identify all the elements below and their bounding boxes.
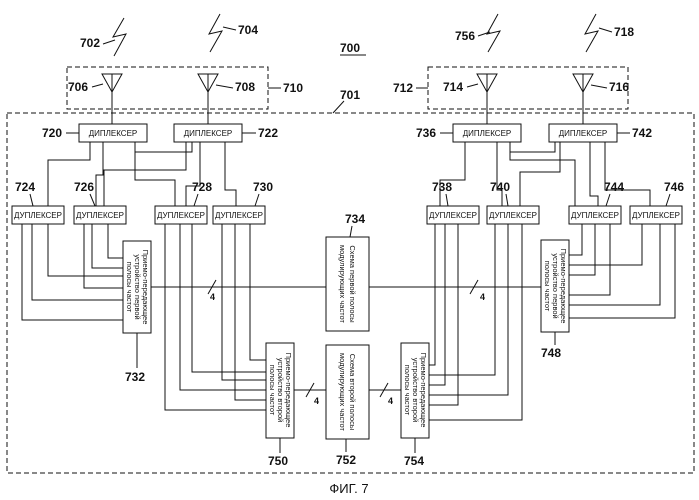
svg-text:746: 746 [664,180,684,194]
svg-text:ДУПЛЕКСЕР: ДУПЛЕКСЕР [76,211,124,220]
svg-text:модулирующих частот: модулирующих частот [338,353,347,432]
duplexer-738: ДУПЛЕКСЕР 738 [427,180,479,224]
svg-text:744: 744 [604,180,624,194]
duplexer-724: ДУПЛЕКСЕР 724 [12,180,64,224]
diplexer-720: ДИПЛЕКСЕР 720 [42,124,147,142]
svg-text:ДИПЛЕКСЕР: ДИПЛЕКСЕР [184,129,233,138]
signal-bolt-704: 704 [209,14,258,52]
svg-text:736: 736 [416,126,436,140]
svg-text:748: 748 [541,346,561,360]
baseband-block-752: Схема второй полосы модулирующих частот … [326,345,369,467]
antenna-icon-708: 708 [198,74,255,125]
svg-text:716: 716 [609,80,629,94]
svg-text:Схема второй полосы: Схема второй полосы [348,354,357,430]
svg-text:ДИПЛЕКСЕР: ДИПЛЕКСЕР [89,129,138,138]
signal-bolt-756: 756 [455,14,500,52]
diplexer-736: ДИПЛЕКСЕР 736 [416,124,521,142]
device-ref-label: 701 [340,88,360,102]
transceiver-754: Приемо-передающее устройство второй поло… [401,343,429,468]
svg-text:ДУПЛЕКСЕР: ДУПЛЕКСЕР [571,211,619,220]
svg-text:4: 4 [480,292,485,302]
svg-text:706: 706 [68,80,88,94]
duplexer-728: ДУПЛЕКСЕР 728 [155,180,212,224]
svg-text:ДИПЛЕКСЕР: ДИПЛЕКСЕР [559,129,608,138]
svg-text:740: 740 [490,180,510,194]
svg-text:726: 726 [74,180,94,194]
svg-text:750: 750 [268,454,288,468]
antenna-icon-716: 716 [573,74,629,125]
svg-text:756: 756 [455,29,475,43]
svg-text:742: 742 [632,126,652,140]
svg-text:730: 730 [253,180,273,194]
svg-text:722: 722 [258,126,278,140]
baseband-block-734: Схема первой полосы модулирующих частот … [326,212,369,331]
svg-text:ДУПЛЕКСЕР: ДУПЛЕКСЕР [14,211,62,220]
antenna-group-712-label: 712 [393,81,413,95]
signal-bolt-702: 702 [80,18,126,56]
svg-text:728: 728 [192,180,212,194]
figure-caption: ФИГ. 7 [329,481,368,496]
svg-text:4: 4 [210,292,215,302]
svg-text:754: 754 [404,454,424,468]
svg-text:708: 708 [235,80,255,94]
svg-text:модулирующих частот: модулирующих частот [338,245,347,324]
svg-text:4: 4 [388,396,393,406]
svg-text:732: 732 [125,370,145,384]
antenna-icon-706: 706 [68,74,122,125]
antenna-group-710-label: 710 [283,81,303,95]
diplexer-742: ДИПЛЕКСЕР 742 [549,124,652,142]
svg-text:734: 734 [345,212,365,226]
svg-text:ДУПЛЕКСЕР: ДУПЛЕКСЕР [215,211,263,220]
duplexer-730: ДУПЛЕКСЕР 730 [213,180,273,224]
signal-bolt-718: 718 [585,14,634,52]
duplexer-726: ДУПЛЕКСЕР 726 [74,180,126,224]
transceiver-732: Приемо-передающее устройство первой поло… [123,241,151,384]
svg-text:720: 720 [42,126,62,140]
svg-text:752: 752 [336,453,356,467]
system-ref-label: 700 [340,41,360,55]
transceiver-748: Приемо-передающее устройство первой поло… [541,240,569,360]
duplexer-740: ДУПЛЕКСЕР 740 [487,180,539,224]
svg-text:ДУПЛЕКСЕР: ДУПЛЕКСЕР [157,211,205,220]
svg-text:полосы частот: полосы частот [125,262,134,313]
svg-text:полосы частот: полосы частот [403,365,412,416]
svg-text:полосы частот: полосы частот [268,365,277,416]
duplexer-746: ДУПЛЕКСЕР 746 [630,180,684,224]
duplexer-744: ДУПЛЕКСЕР 744 [569,180,624,224]
transceiver-750: Приемо-передающее устройство второй поло… [266,343,294,468]
antenna-icon-714: 714 [443,74,497,125]
svg-text:718: 718 [614,25,634,39]
svg-text:702: 702 [80,36,100,50]
svg-text:ДУПЛЕКСЕР: ДУПЛЕКСЕР [632,211,680,220]
svg-text:ДУПЛЕКСЕР: ДУПЛЕКСЕР [429,211,477,220]
svg-text:4: 4 [314,396,319,406]
svg-text:полосы частот: полосы частот [543,261,552,312]
svg-text:ДУПЛЕКСЕР: ДУПЛЕКСЕР [489,211,537,220]
diplexer-722: ДИПЛЕКСЕР 722 [174,124,278,142]
svg-text:ДИПЛЕКСЕР: ДИПЛЕКСЕР [463,129,512,138]
svg-text:714: 714 [443,80,463,94]
svg-text:704: 704 [238,23,258,37]
svg-text:724: 724 [15,180,35,194]
svg-text:Схема первой полосы: Схема первой полосы [348,245,357,322]
svg-text:738: 738 [432,180,452,194]
